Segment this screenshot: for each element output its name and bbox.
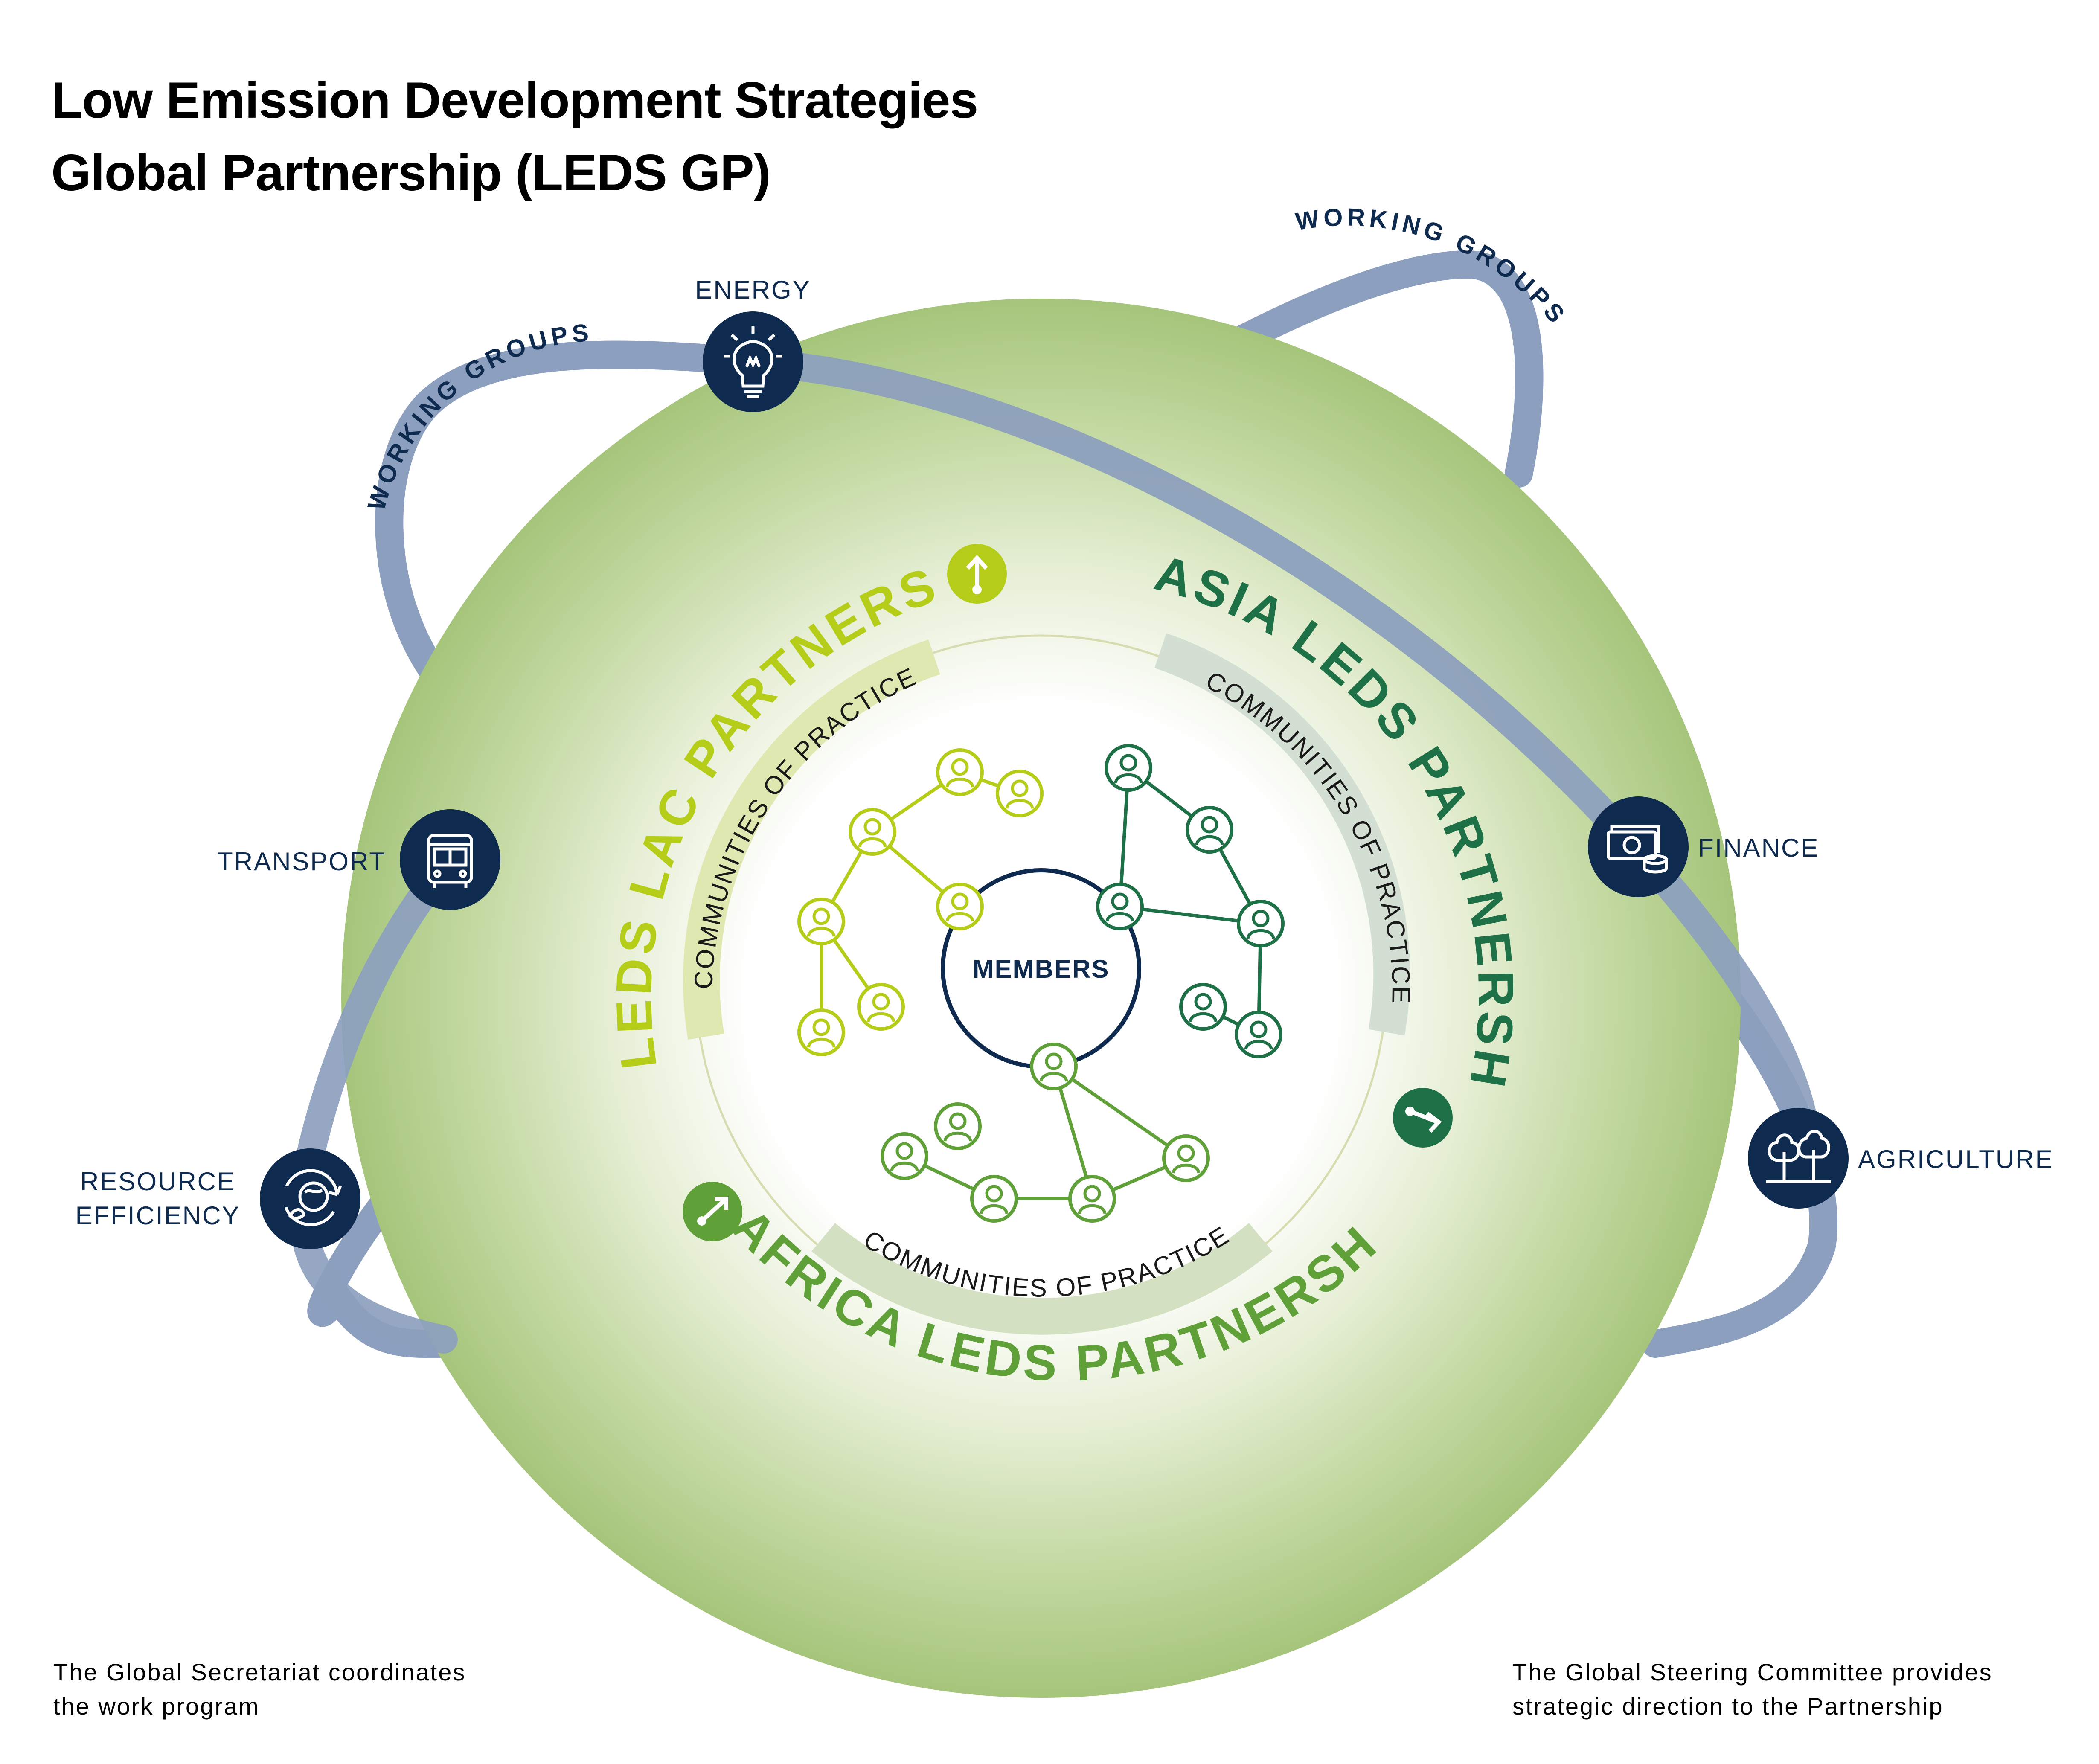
member-person-icon: [797, 1008, 845, 1056]
member-person-icon: [1096, 883, 1144, 930]
steering-note-line-1: The Global Steering Committee provides: [1512, 1659, 1993, 1686]
secretariat-note: The Global Secretariat coordinates the w…: [53, 1655, 651, 1723]
member-person-icon: [1235, 1011, 1282, 1058]
page-title: Low Emission Development Strategies Glob…: [51, 64, 978, 209]
member-person-icon: [1068, 1175, 1116, 1223]
working-group-finance[interactable]: [1588, 796, 1689, 897]
title-line-1: Low Emission Development Strategies: [51, 72, 978, 129]
member-person-icon: [1179, 983, 1227, 1031]
working-group-energy[interactable]: [703, 311, 803, 412]
agriculture-label: AGRICULTURE: [1858, 1145, 2054, 1174]
working-groups-label-left: WORKING GROUPS: [362, 319, 593, 514]
person-nodes: [797, 744, 1285, 1223]
africa-arrow-icon: [683, 1182, 742, 1241]
secretariat-note-line-1: The Global Secretariat coordinates: [53, 1659, 466, 1686]
efficiency-label: EFFICIENCY: [76, 1201, 241, 1230]
steering-note-line-2: strategic direction to the Partnership: [1512, 1693, 1944, 1720]
recycle-globe-icon: [284, 1169, 342, 1226]
member-person-icon: [970, 1175, 1018, 1223]
title-line-2: Global Partnership (LEDS GP): [51, 144, 771, 201]
lac-arrow-icon: [947, 544, 1007, 604]
lightbulb-icon: [724, 326, 782, 398]
steering-committee-note: The Global Steering Committee provides s…: [1512, 1655, 2084, 1723]
finance-label: FINANCE: [1698, 834, 1819, 862]
working-group-agriculture[interactable]: [1748, 1108, 1849, 1209]
bus-icon: [427, 834, 473, 888]
energy-label: ENERGY: [695, 276, 811, 304]
cop-bands: [683, 633, 1410, 1335]
member-person-icon: [849, 808, 896, 856]
member-person-icon: [1162, 1134, 1210, 1182]
member-person-icon: [936, 748, 984, 796]
member-person-icon: [881, 1132, 928, 1180]
member-person-icon: [996, 770, 1044, 817]
money-icon: [1607, 825, 1668, 874]
transport-label: TRANSPORT: [217, 847, 386, 876]
member-person-icon: [1030, 1043, 1078, 1090]
member-person-icon: [857, 983, 905, 1031]
member-person-icon: [936, 883, 984, 930]
member-person-icon: [1105, 744, 1152, 792]
working-group-transport[interactable]: [400, 809, 500, 910]
member-person-icon: [1186, 806, 1233, 854]
member-person-icon: [797, 898, 845, 945]
working-group-resource-efficiency[interactable]: [260, 1148, 360, 1249]
trees-icon: [1766, 1130, 1831, 1183]
asia-arrow-icon: [1393, 1088, 1453, 1148]
member-person-icon: [934, 1102, 982, 1150]
resource-label: RESOURCE: [80, 1167, 235, 1196]
member-person-icon: [1237, 900, 1285, 947]
members-label: MEMBERS: [973, 955, 1110, 983]
secretariat-note-line-2: the work program: [53, 1693, 260, 1720]
